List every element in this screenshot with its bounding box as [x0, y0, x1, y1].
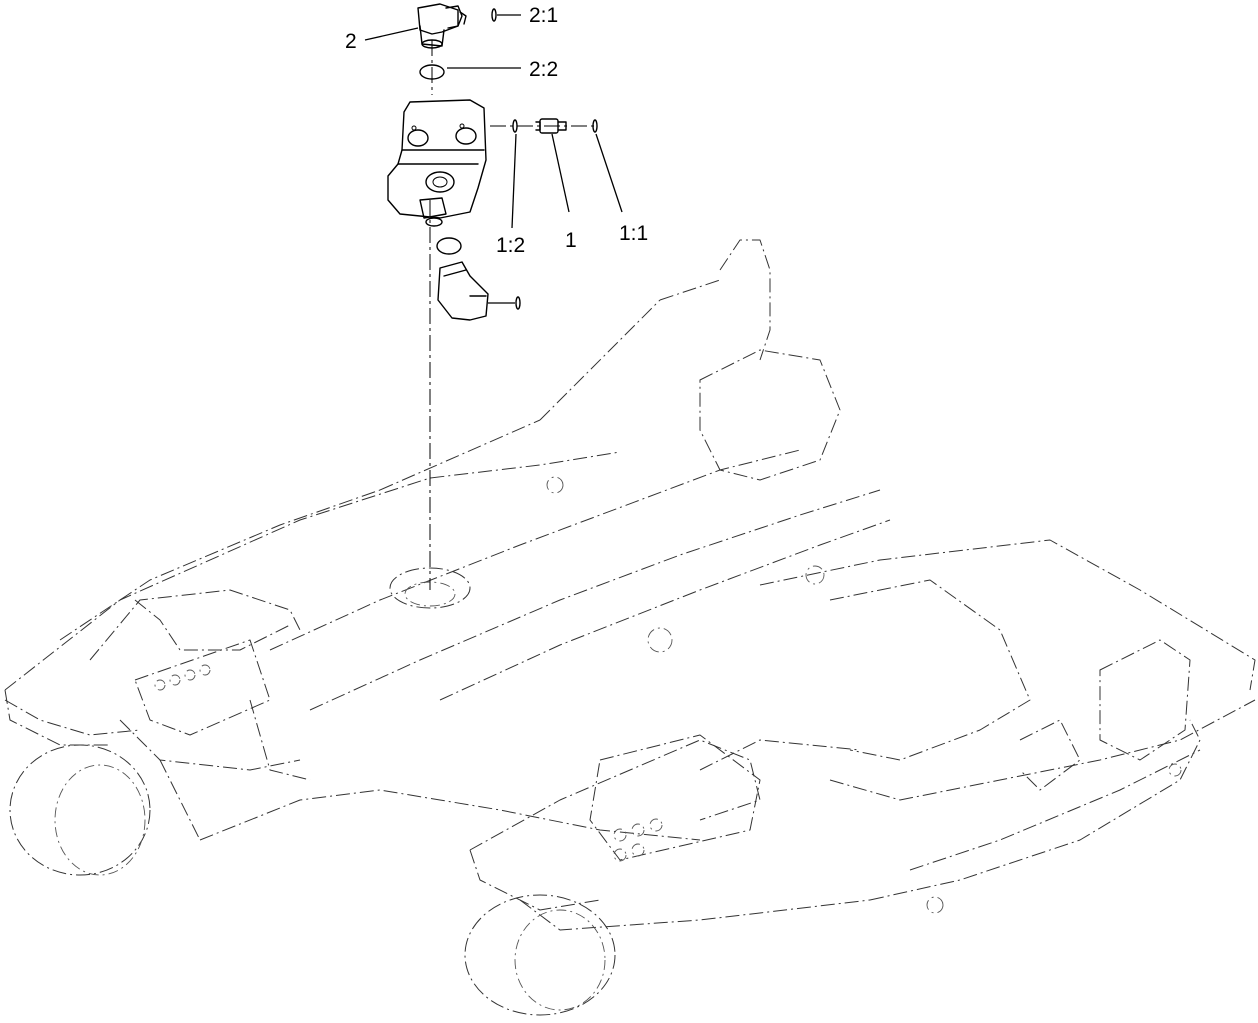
elbow-fitting-lower: [437, 261, 489, 321]
callout-1-2: 1:2: [496, 234, 525, 257]
o-ring-lower: [436, 237, 462, 255]
callout-1: 1: [565, 229, 577, 252]
o-ring-1-1: [592, 119, 598, 133]
mower-deck-phantom: [4, 239, 1256, 1016]
callout-2-1: 2:1: [529, 4, 558, 27]
elbow-fitting-upper: [417, 3, 467, 49]
o-ring-2-1: [491, 8, 497, 22]
callout-1-1: 1:1: [619, 222, 648, 245]
callout-2: 2: [345, 30, 357, 53]
hydraulic-motor: [387, 99, 487, 227]
o-ring-2-2: [419, 64, 445, 80]
o-ring-1-2: [512, 119, 518, 133]
straight-fitting: [512, 118, 598, 134]
o-ring-lower-fitting: [515, 296, 521, 310]
callout-2-2: 2:2: [529, 58, 558, 81]
callout-leaders: [364, 14, 623, 229]
